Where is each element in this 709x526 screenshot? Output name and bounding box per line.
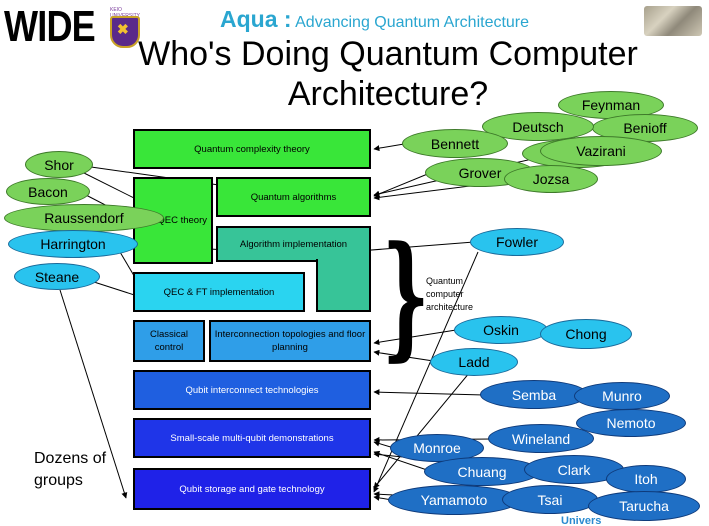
box-qec-ft: QEC & FT implementation: [133, 272, 305, 312]
university-crest-icon: KEIO UNIVERSITY ✖: [100, 7, 148, 53]
arrow-oskin: [373, 329, 457, 346]
oval-yamamoto: Yamamoto: [388, 485, 520, 515]
oval-ladd: Ladd: [430, 348, 518, 376]
crest-shield: [110, 16, 140, 48]
arrow-steane-storage: [59, 289, 128, 499]
slide-title: Who's Doing Quantum Computer Architectur…: [108, 34, 668, 114]
oval-shor: Shor: [25, 151, 93, 178]
box-small-scale: Small-scale multi-qubit demonstrations: [133, 418, 371, 458]
oval-munro: Munro: [574, 382, 670, 410]
box-complexity: Quantum complexity theory: [133, 129, 371, 169]
oval-itoh: Itoh: [606, 465, 686, 493]
crest-mark: ✖: [117, 21, 129, 37]
title-line-1: Who's Doing Quantum Computer: [138, 35, 638, 73]
architecture-brace: }: [382, 216, 430, 374]
oval-oskin: Oskin: [454, 316, 548, 344]
dozens-caption: Dozens of groups: [34, 450, 107, 489]
oval-feynman: Feynman: [558, 91, 664, 119]
oval-fowler: Fowler: [470, 228, 564, 256]
oval-wineland: Wineland: [488, 424, 594, 453]
box-qec-theory-label: QEC theory: [157, 215, 207, 226]
oval-chong: Chong: [540, 319, 632, 349]
title-line-2: Architecture?: [287, 75, 489, 113]
aqua-brand: Aqua :: [220, 6, 292, 32]
arrow-grover: [373, 172, 431, 197]
box-qubit-interconnect: Qubit interconnect technologies: [133, 370, 371, 410]
oval-chuang: Chuang: [424, 457, 540, 486]
oval-tsai: Tsai: [502, 485, 598, 514]
arrow-ladd-storage: [373, 371, 471, 489]
oval-tarucha: Tarucha: [588, 491, 700, 521]
box-classical: Classical control: [133, 320, 205, 362]
oval-semba: Semba: [480, 380, 588, 409]
box-interconnection: Interconnection topologies and floor pla…: [209, 320, 371, 362]
box-algorithms: Quantum algorithms: [216, 177, 371, 217]
corner-photo: [644, 6, 702, 36]
university-footer-text: Univers: [561, 515, 602, 526]
box-alg-impl: Algorithm implementation: [216, 226, 371, 262]
oval-raussendorf: Raussendorf: [4, 204, 164, 232]
box-alg-impl-extension: [316, 259, 371, 312]
arrow-ladd: [373, 349, 441, 363]
arrow-bennett: [373, 143, 405, 152]
oval-jozsa: Jozsa: [504, 165, 598, 193]
brace-label: Quantum computer architecture: [426, 276, 474, 312]
oval-bennett: Bennett: [402, 129, 508, 158]
oval-harrington: Harrington: [8, 230, 138, 258]
wide-logo: WIDE: [4, 2, 96, 51]
arrow-semba: [373, 389, 485, 396]
oval-nemoto: Nemoto: [576, 409, 686, 437]
aqua-title: Aqua : Advancing Quantum Architecture: [220, 6, 529, 33]
aqua-tagline: Advancing Quantum Architecture: [295, 14, 530, 31]
oval-steane: Steane: [14, 263, 100, 290]
oval-bacon: Bacon: [6, 178, 90, 205]
box-storage: Qubit storage and gate technology: [133, 468, 371, 510]
oval-vazirani: Vazirani: [540, 136, 662, 166]
